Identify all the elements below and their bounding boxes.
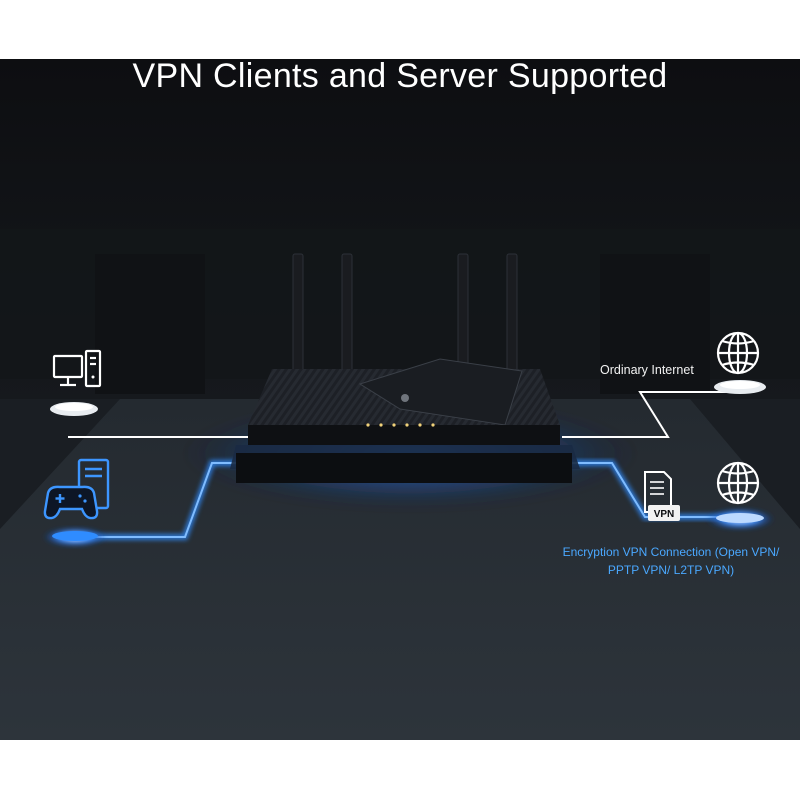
antenna-3: [457, 253, 469, 380]
game-console-icon: [43, 458, 110, 520]
floor-shade-left: [0, 399, 120, 529]
wifi-router: [230, 253, 580, 483]
globe-pad-vpn: [716, 513, 764, 523]
globe-pad-top-highlight: [720, 381, 760, 389]
tp-link-logo: [401, 394, 409, 402]
router-top-panel: [358, 358, 523, 426]
headline: VPN Clients and Server Supported: [132, 59, 668, 95]
desktop-computer-icon: [52, 349, 102, 388]
ordinary-line-right: [562, 391, 745, 438]
product-banner: VPN VPN Clients and Server Supported Ord…: [0, 59, 800, 740]
globe-icon-vpn: [716, 461, 760, 505]
vpn-server-icon: VPN: [644, 471, 680, 521]
globe-icon: [716, 331, 760, 375]
network-scene: VPN: [0, 59, 800, 740]
antenna-4: [506, 253, 518, 380]
desktop-pad-highlight: [55, 403, 93, 411]
left-pillar: [95, 254, 205, 394]
status-leds: [366, 423, 435, 427]
antenna-1: [292, 253, 304, 380]
router-base: [236, 453, 572, 483]
vpn-tag: VPN: [654, 509, 675, 520]
antenna-2: [341, 253, 353, 380]
router-front: [248, 425, 560, 445]
ordinary-internet-label: Ordinary Internet: [600, 363, 694, 377]
vpn-connection-label: Encryption VPN Connection (Open VPN/ PPT…: [562, 545, 780, 577]
vpn-line-right: [562, 462, 740, 518]
vpn-line-left: [70, 462, 248, 538]
right-pillar: [600, 254, 710, 394]
console-pad: [52, 531, 98, 541]
vpn-tag-badge: [648, 505, 680, 521]
